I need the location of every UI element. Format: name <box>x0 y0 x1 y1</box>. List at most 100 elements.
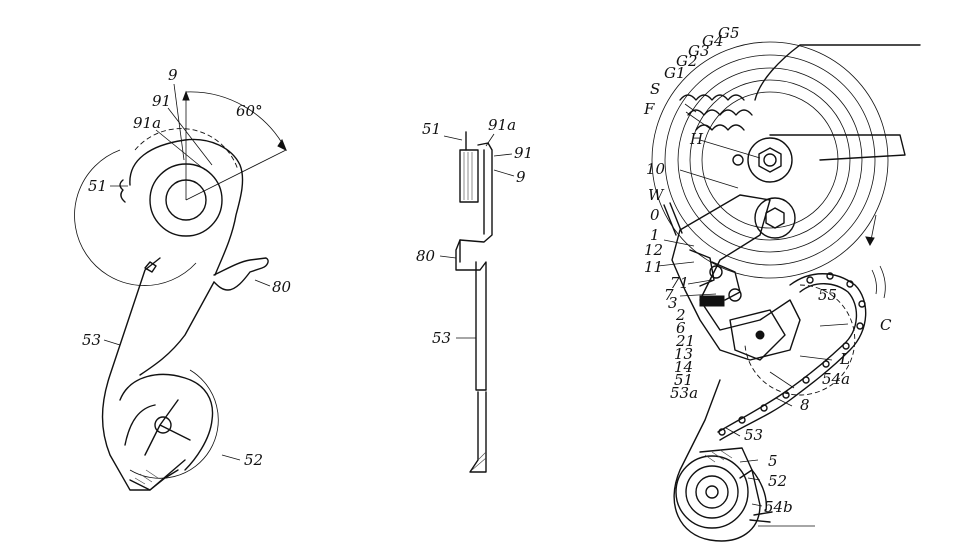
sprocket-teeth <box>119 179 126 203</box>
spring-block <box>699 295 725 307</box>
label-54b: 54b <box>764 498 793 516</box>
cage-bottom-tip <box>129 469 179 491</box>
hub-pin <box>732 154 744 166</box>
leader-71 <box>687 279 713 285</box>
mount-bolt-head <box>765 207 785 229</box>
figure-middle-side-view: 51 91a 91 9 80 53 <box>416 116 533 473</box>
label-52r: 52 <box>768 472 787 490</box>
chain-upper <box>719 273 867 441</box>
arm-tip-hatch <box>471 451 487 471</box>
lower-pulley-hub <box>154 416 172 434</box>
leader-10 <box>679 169 739 189</box>
cable-housing <box>663 202 683 236</box>
frame-dropout <box>754 44 921 161</box>
lower-cage-hatch <box>704 449 733 463</box>
lower-cage-tip <box>699 447 753 479</box>
leader-12 <box>663 239 695 247</box>
figure-right-assembly: G5 G4 G3 G2 G1 S F H 10 W 0 1 12 11 71 7… <box>643 24 921 542</box>
sprocket-g1 <box>701 91 839 229</box>
leader-m51 <box>443 135 463 141</box>
angle-arrow-right <box>277 138 287 152</box>
leader-54b <box>751 503 763 507</box>
chain-links <box>718 272 866 436</box>
plate-profile-inner <box>459 149 485 263</box>
knuckle <box>729 309 786 361</box>
sprocket-g2 <box>689 79 851 241</box>
label-54a: 54a <box>822 370 850 388</box>
label-f: F <box>643 100 655 118</box>
lower-cage <box>673 379 761 542</box>
plate-profile-outer <box>455 142 493 391</box>
tension-pulley-mid <box>685 465 739 519</box>
label-angle: 60° <box>236 102 263 120</box>
label-6: 6 <box>676 319 686 337</box>
leader-s <box>684 103 697 113</box>
hub-axle <box>763 153 777 167</box>
leader-80 <box>254 279 271 287</box>
pulley-dashed-arc <box>134 128 239 171</box>
label-53: 53 <box>82 331 101 349</box>
label-14: 14 <box>674 358 693 376</box>
tension-pulley-inner <box>695 475 729 509</box>
upper-plate-outline <box>129 138 244 276</box>
leader-54a <box>769 371 795 389</box>
leader-7 <box>679 293 717 297</box>
leader-11 <box>657 261 695 267</box>
leader-c <box>819 323 849 327</box>
label-m80: 80 <box>416 247 436 265</box>
cage-arm-inner-edge <box>139 281 215 376</box>
label-91: 91 <box>152 92 171 110</box>
label-2: 2 <box>675 306 686 324</box>
label-9: 9 <box>168 66 178 84</box>
label-m91: 91 <box>514 144 533 162</box>
label-5: 5 <box>768 452 778 470</box>
leader-53r <box>725 427 741 437</box>
parallelogram-links <box>689 249 741 301</box>
leader-5 <box>739 459 759 463</box>
arm-tip <box>469 391 487 473</box>
label-o: 0 <box>650 206 660 224</box>
label-51: 51 <box>88 177 107 195</box>
motion-arcs <box>871 265 886 299</box>
leader-91 <box>167 107 213 166</box>
teeth-g5 <box>679 94 745 101</box>
leader-h <box>699 139 761 159</box>
cage-pin <box>144 261 157 273</box>
label-80: 80 <box>272 278 292 296</box>
label-w: W <box>648 186 665 204</box>
label-71: 71 <box>670 274 689 292</box>
sprocket-g3 <box>677 67 863 253</box>
label-h: H <box>689 130 704 148</box>
label-8: 8 <box>800 396 810 414</box>
label-m91a: 91a <box>488 116 516 134</box>
cage-bottom-hatch <box>134 469 159 485</box>
sprocket-g4 <box>664 54 876 266</box>
hub-nut <box>758 147 782 173</box>
sprocket-g5 <box>651 41 889 279</box>
leader-8 <box>775 397 793 407</box>
label-12: 12 <box>644 241 663 259</box>
leader-52 <box>221 454 241 461</box>
label-g1: G1 <box>664 64 686 82</box>
label-21: 21 <box>675 332 695 350</box>
label-m53: 53 <box>432 329 451 347</box>
lower-pulley-arc <box>129 369 219 479</box>
teeth-g4 <box>687 109 753 116</box>
teeth-g3 <box>695 124 745 131</box>
arm-profile <box>475 261 487 391</box>
lower-pulley-housing <box>119 373 214 471</box>
label-52: 52 <box>244 451 263 469</box>
lower-pulley-spokes <box>124 399 191 456</box>
label-m9: 9 <box>516 168 526 186</box>
leader-91a <box>155 129 206 171</box>
angle-arc <box>185 91 287 151</box>
axle-hatch <box>463 152 473 200</box>
tension-pulley-hub <box>705 485 719 499</box>
label-3: 3 <box>668 294 678 312</box>
label-c: C <box>880 316 892 334</box>
pulley-outer-arc <box>74 149 197 286</box>
angle-arrow-top <box>182 90 190 101</box>
label-91a: 91a <box>133 114 161 132</box>
knuckle-pin <box>755 330 765 340</box>
